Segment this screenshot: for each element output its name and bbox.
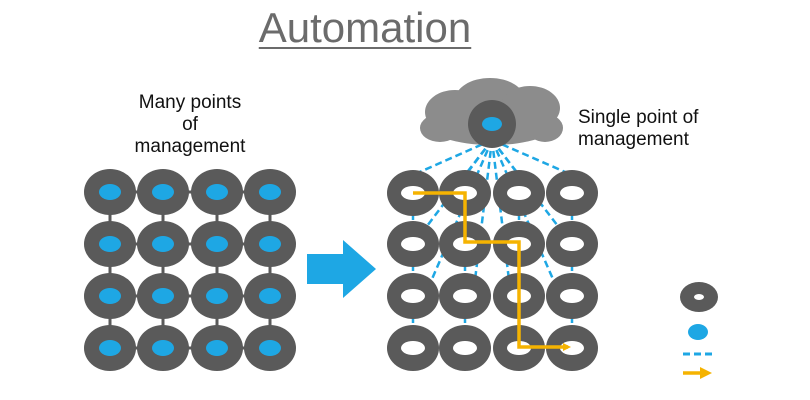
node-icon [680,282,718,312]
managed-node [137,221,189,267]
right-node-grid [387,170,598,371]
managed-node [84,273,136,319]
managed-node [84,325,136,371]
automation-path [413,191,571,351]
management-link [412,138,493,177]
managed-node [84,221,136,267]
automated-node [546,221,598,267]
automated-node [439,325,491,371]
page-title: Automation [258,4,472,51]
left-caption: Many points of management [120,92,260,158]
central-management-node [468,100,516,148]
left-node-grid [84,169,296,371]
managed-node [191,325,243,371]
automated-node [387,221,439,267]
core-icon [688,324,708,340]
legend [680,282,718,379]
automated-node [439,273,491,319]
automated-node [493,170,545,216]
managed-node [191,169,243,215]
managed-node [191,221,243,267]
managed-node [137,169,189,215]
automated-node [546,325,598,371]
managed-node [244,325,296,371]
automated-node [546,273,598,319]
management-link [473,139,494,281]
managed-node [137,325,189,371]
management-link [490,139,511,281]
transition-arrow [307,240,376,298]
right-caption-line-2: management [578,129,689,150]
managed-node [137,273,189,319]
right-caption-line-1: Single point of [578,107,699,128]
managed-node [244,221,296,267]
left-caption-line-3: management [134,136,246,157]
managed-node [244,169,296,215]
right-caption: Single point of management [578,107,718,151]
left-caption-line-2: of [182,114,198,135]
left-caption-line-1: Many points [138,92,242,113]
left-grid-links [108,190,272,350]
managed-node [244,273,296,319]
automated-node [546,170,598,216]
managed-node [191,273,243,319]
automated-node [387,273,439,319]
automated-node [387,325,439,371]
managed-node [84,169,136,215]
management-link [491,138,573,177]
